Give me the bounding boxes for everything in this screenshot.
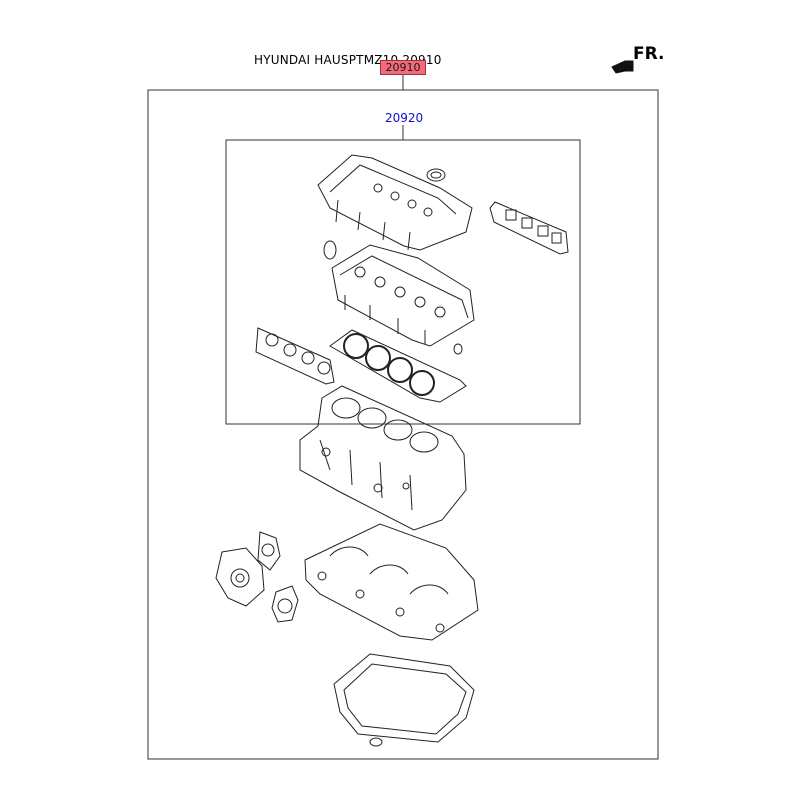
o-ring bbox=[323, 240, 337, 260]
water-pump-gasket bbox=[257, 531, 281, 571]
lower-crankcase bbox=[304, 523, 479, 641]
cylinder-block bbox=[299, 385, 467, 531]
cylinder-head-cover bbox=[317, 154, 473, 251]
intake-manifold-gasket bbox=[255, 327, 335, 385]
oil-pan bbox=[333, 653, 475, 743]
water-pump bbox=[215, 547, 265, 607]
thermostat-gasket bbox=[271, 585, 299, 623]
small-seal bbox=[453, 343, 463, 355]
exhaust-manifold-gasket bbox=[489, 201, 569, 255]
oil-filler-cap-seal bbox=[426, 168, 446, 182]
front-direction-label: FR. bbox=[633, 44, 665, 64]
cylinder-head bbox=[331, 244, 475, 347]
head-gasket bbox=[329, 329, 467, 403]
highlighted-part-label[interactable]: 20910 bbox=[380, 60, 426, 75]
drain-plug-gasket bbox=[369, 737, 383, 747]
front-arrow-icon bbox=[611, 60, 634, 74]
sub-assembly-label[interactable]: 20920 bbox=[385, 111, 424, 125]
